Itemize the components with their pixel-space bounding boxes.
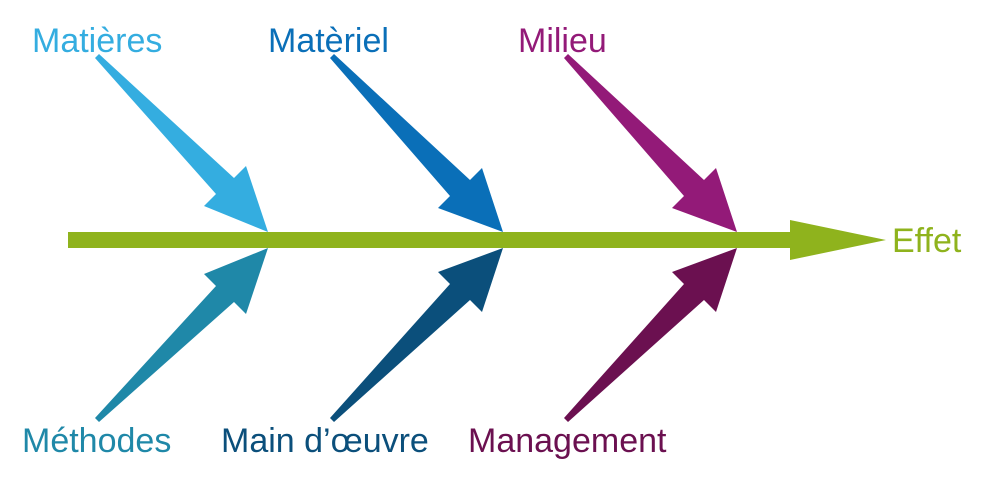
cause-label-matieres: Matières xyxy=(32,22,162,60)
cause-label-methodes: Méthodes xyxy=(22,422,171,460)
cause-label-materiel: Matèriel xyxy=(268,22,389,60)
spine-arrow xyxy=(68,220,886,260)
cause-arrow-matieres xyxy=(95,54,268,232)
effect-label: Effet xyxy=(892,222,962,260)
cause-label-milieu: Milieu xyxy=(518,22,607,60)
cause-label-main-doeuvre: Main d’œuvre xyxy=(221,422,429,460)
cause-label-management: Management xyxy=(468,422,667,460)
cause-arrow-materiel xyxy=(330,54,503,232)
cause-arrow-management xyxy=(564,248,737,422)
cause-arrow-main-doeuvre xyxy=(330,248,503,422)
cause-arrow-methodes xyxy=(95,248,268,422)
cause-arrow-milieu xyxy=(564,54,737,232)
